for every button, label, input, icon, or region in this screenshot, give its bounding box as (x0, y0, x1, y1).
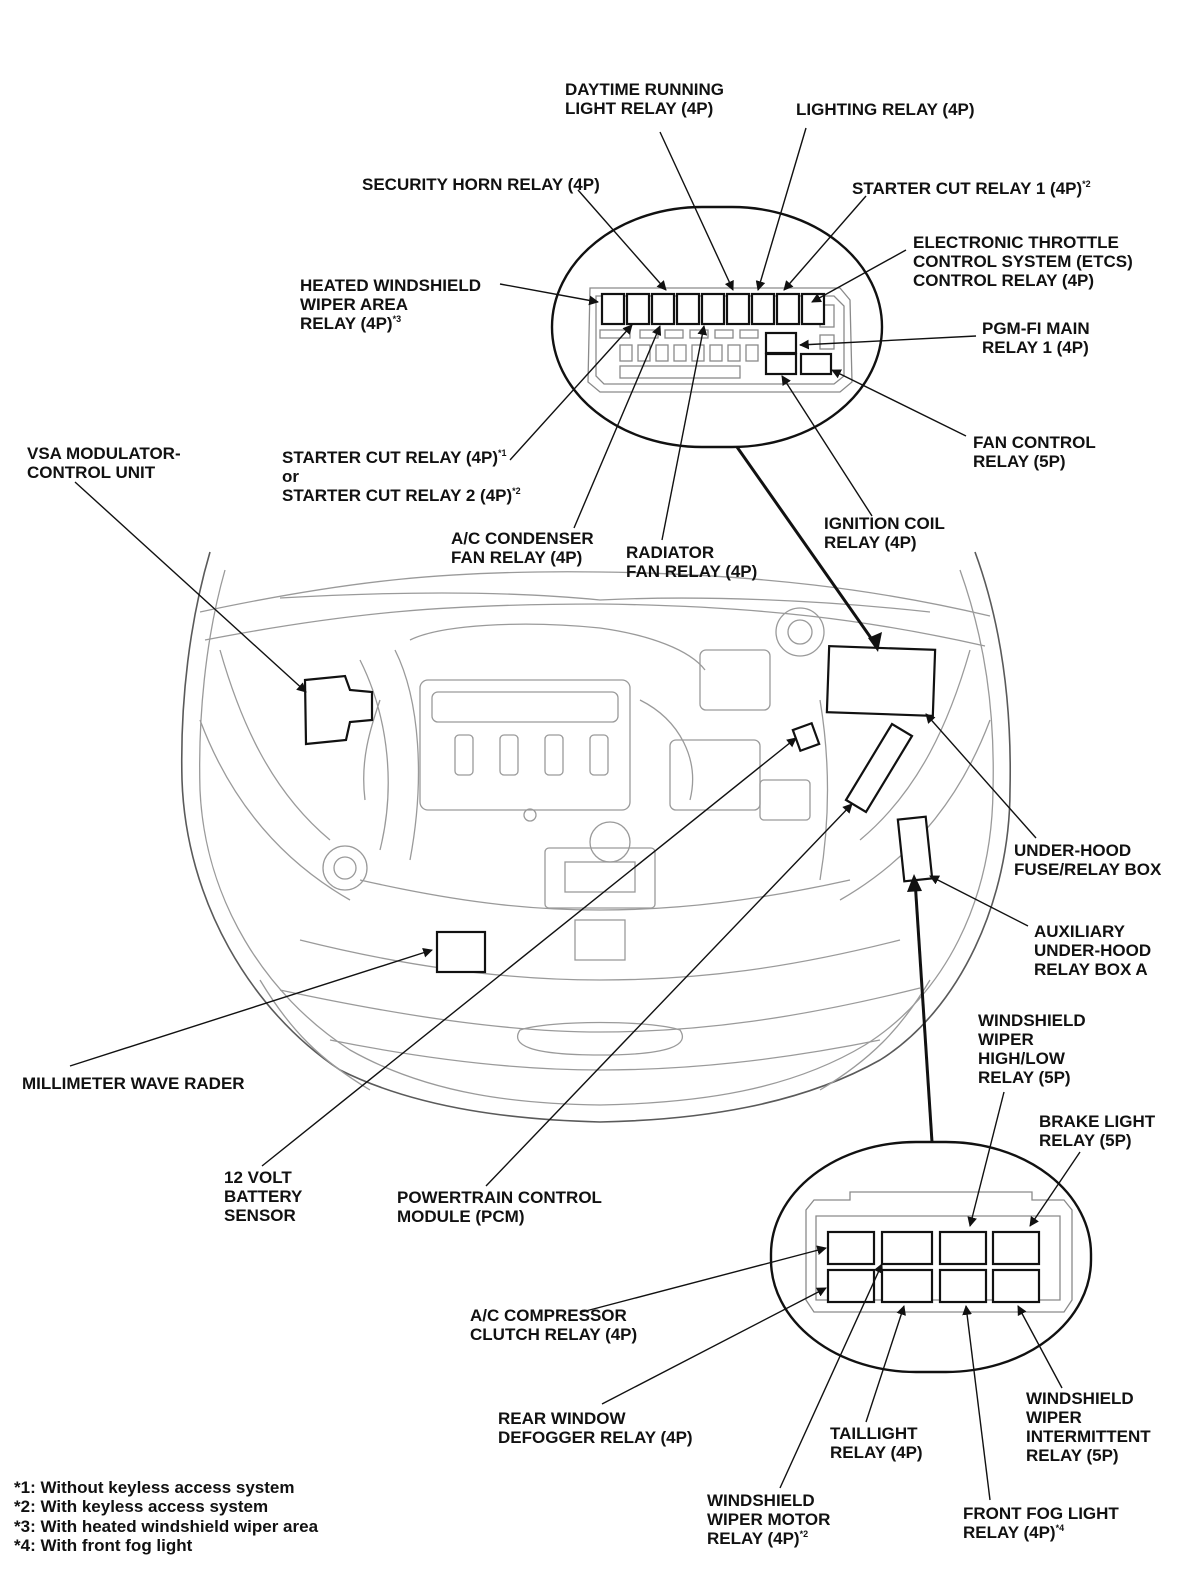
vsa-modulator-component (303, 674, 374, 746)
engine-bay-drawing (180, 551, 1012, 1123)
under-hood-fuse-box-component (825, 645, 937, 717)
under-hood-box-detail (550, 205, 884, 449)
label-radiator-fan-relay: RADIATOR FAN RELAY (4P) (626, 543, 758, 581)
pcm-component (844, 722, 914, 814)
label-under-hood-fuse-relay-box: UNDER-HOOD FUSE/RELAY BOX (1014, 841, 1162, 879)
label-taillight-relay: TAILLIGHT RELAY (4P) (830, 1424, 923, 1462)
millimeter-wave-radar-component (435, 930, 487, 974)
leader-lines (69, 127, 1081, 1501)
label-etcs-control-relay: ELECTRONIC THROTTLE CONTROL SYSTEM (ETCS… (913, 233, 1133, 290)
label-ac-condenser-fan-relay: A/C CONDENSER FAN RELAY (4P) (451, 529, 594, 567)
label-lighting-relay: LIGHTING RELAY (4P) (796, 100, 975, 119)
battery-sensor-component (791, 721, 821, 753)
footnote-2: *2: With keyless access system (14, 1497, 269, 1516)
label-vsa-modulator-control-unit: VSA MODULATOR- CONTROL UNIT (27, 444, 181, 482)
label-starter-cut-relay-1: STARTER CUT RELAY 1 (4P)*2 (852, 179, 1091, 198)
label-fan-control-relay: FAN CONTROL RELAY (5P) (973, 433, 1096, 471)
footnote-4: *4: With front fog light (14, 1536, 193, 1555)
label-daytime-running-light-relay: DAYTIME RUNNING LIGHT RELAY (4P) (565, 80, 724, 118)
label-ac-compressor-clutch-relay: A/C COMPRESSOR CLUTCH RELAY (4P) (470, 1306, 638, 1344)
label-auxiliary-under-hood-relay-box: AUXILIARY UNDER-HOOD RELAY BOX A (1034, 922, 1152, 979)
label-windshield-wiper-high-low-relay: WINDSHIELD WIPER HIGH/LOW RELAY (5P) (978, 1011, 1086, 1087)
label-12-volt-battery-sensor: 12 VOLT BATTERY SENSOR (224, 1168, 303, 1225)
label-pgm-fi-main-relay: PGM-FI MAIN RELAY 1 (4P) (982, 319, 1090, 357)
label-windshield-wiper-intermittent-relay: WINDSHIELD WIPER INTERMITTENT RELAY (5P) (1026, 1389, 1151, 1465)
label-powertrain-control-module: POWERTRAIN CONTROL MODULE (PCM) (397, 1188, 602, 1226)
label-millimeter-wave-radar: MILLIMETER WAVE RADER (22, 1074, 245, 1093)
label-brake-light-relay: BRAKE LIGHT RELAY (5P) (1039, 1112, 1156, 1150)
label-rear-window-defogger-relay: REAR WINDOW DEFOGGER RELAY (4P) (498, 1409, 693, 1447)
label-security-horn-relay: SECURITY HORN RELAY (4P) (362, 175, 600, 194)
label-ignition-coil-relay: IGNITION COIL RELAY (4P) (824, 514, 945, 552)
auxiliary-box-detail (769, 1140, 1093, 1374)
connector-lines (735, 446, 934, 1143)
auxiliary-relay-box-component (896, 815, 934, 883)
footnote-3: *3: With heated windshield wiper area (14, 1517, 319, 1536)
footnote-1: *1: Without keyless access system (14, 1478, 295, 1497)
